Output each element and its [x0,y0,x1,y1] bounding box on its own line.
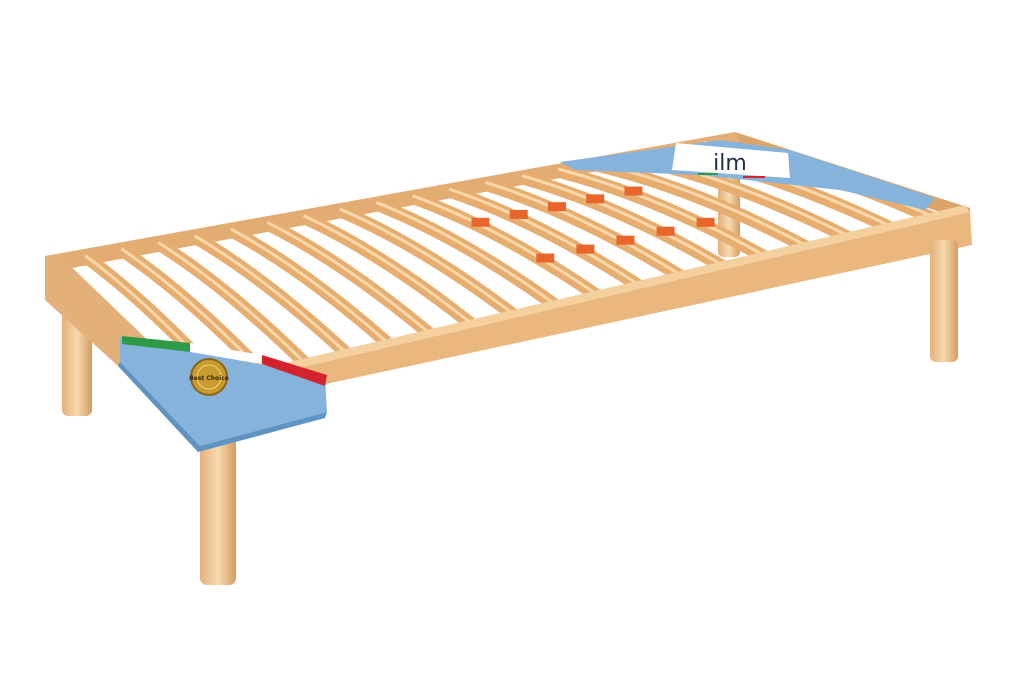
flag-stripe-green [122,336,190,352]
slat-highlight [302,214,474,326]
slat-tension-clip [586,194,605,204]
front-rail-top [190,205,970,392]
slat-highlight [557,167,766,257]
flag-stripe-white [190,343,262,364]
leg-front-right [930,240,958,362]
best-choice-badge: Best Choice [189,358,229,396]
corner-cover-foot [120,337,327,446]
slat-highlight [521,174,724,267]
slat-highlight [230,227,391,346]
leg-front-left [200,430,236,585]
slat-tension-clip [656,226,675,236]
flag-stripe-red [262,355,327,386]
logo-stripe-green [698,173,718,175]
slat-highlight [339,207,516,317]
slat-tension-clip [696,217,715,227]
logo-stripe-red [743,176,765,178]
slat-tension-clip [547,202,566,212]
slat-highlight [266,220,433,336]
slat-highlight [193,234,349,356]
slat-tension-clip [616,235,635,245]
slat-tension-clip [576,244,595,254]
corner-cover-foot-edge [118,362,327,452]
slat-tension-clip [509,209,528,219]
ilm-logo: ilm [713,151,747,176]
slat-highlight [485,180,682,277]
badge-text: Best Choice [189,375,229,382]
slat-tension-clip [536,253,555,263]
slat-highlight [157,241,308,366]
slat-highlight [412,194,599,297]
slat-tension-clip [624,186,643,196]
logo-label [672,143,790,178]
slat-tension-clip [471,217,490,227]
front-rail [195,212,972,410]
slat-highlight [448,187,641,287]
slat-highlight [375,200,558,307]
